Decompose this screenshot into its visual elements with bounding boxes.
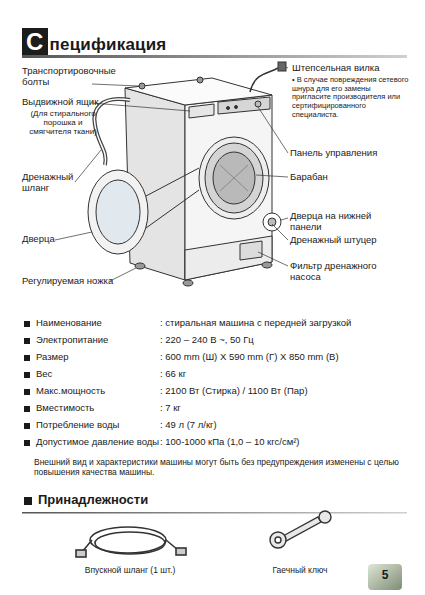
hose-coil	[95, 532, 165, 554]
control-panel	[218, 97, 270, 114]
open-door	[88, 170, 148, 254]
leg	[135, 263, 145, 269]
leader-line	[110, 268, 136, 281]
bullet-square	[24, 423, 30, 429]
drain-hose	[94, 99, 130, 165]
leader-line	[256, 175, 288, 177]
spec-value: : 49 л (7 л/кг)	[160, 420, 410, 431]
spec-value: : стиральная машина с передней загрузкой	[160, 318, 410, 329]
transport-bolt	[197, 77, 203, 83]
drain-spigot	[268, 218, 276, 226]
leader-line	[258, 107, 288, 153]
spanner	[270, 511, 331, 548]
transport-bolt	[139, 83, 145, 89]
drum-inner	[213, 152, 255, 204]
spec-name: Размер	[36, 352, 161, 363]
lower-panel	[185, 236, 272, 280]
page-badge	[368, 564, 402, 590]
washing-machine	[88, 62, 286, 286]
hose-fitting	[176, 548, 186, 555]
part-label: Дверца на нижней панели	[290, 211, 378, 233]
part-label: Регулируемая ножка	[22, 276, 142, 287]
spec-name: Электропитание	[36, 335, 161, 346]
spec-name: Вес	[36, 369, 161, 380]
spec-value: : 2100 Вт (Стирка) / 1100 Вт (Пар)	[160, 386, 410, 397]
spanner-jaw	[270, 532, 286, 548]
power-cord	[250, 68, 278, 92]
leader-line	[92, 103, 190, 111]
leader-line	[286, 67, 288, 68]
spec-value: : 600 mm (Ш) X 590 mm (Г) X 850 mm (В)	[160, 352, 410, 363]
hose-coil	[90, 527, 166, 553]
spanner-hole	[275, 537, 281, 543]
bullet-square	[24, 355, 30, 361]
lower-door-zoom	[263, 213, 281, 231]
spec-bullets	[24, 321, 32, 505]
section-rule	[22, 512, 407, 514]
page-title: Спецификация	[22, 29, 166, 58]
hose-fitting	[76, 550, 86, 557]
leader-line	[92, 84, 139, 86]
leg	[183, 280, 193, 286]
bullet-square	[24, 440, 30, 446]
part-label: Панель управления	[290, 148, 420, 159]
spec-name: Вместимость	[36, 403, 161, 414]
drum-rib	[220, 165, 248, 191]
drum-rib	[220, 165, 248, 191]
title-rule	[22, 55, 407, 58]
leader-line	[281, 218, 288, 220]
part-note: (Для стирального порошка и смягчителя тк…	[22, 109, 104, 137]
accessory-caption: Впускной шланг (1 шт.)	[70, 566, 190, 576]
leader-line	[272, 224, 288, 240]
bullet-square	[24, 321, 30, 327]
spec-name: Потребление воды	[36, 420, 161, 431]
spec-name: Допустимое давление воды	[36, 437, 161, 448]
part-label: Выдвижной ящик	[22, 97, 122, 108]
part-label: Дренажный шланг	[22, 172, 82, 194]
detergent-drawer	[189, 104, 214, 118]
bullet-square	[24, 406, 30, 412]
power-plug	[278, 62, 286, 71]
panel-knob	[255, 101, 261, 107]
footnote: Внешний вид и характеристики машины могу…	[34, 458, 406, 478]
bullet-square	[24, 372, 30, 378]
door-ring	[199, 137, 269, 219]
lower-door	[240, 241, 262, 260]
part-label: Фильтр дренажного насоса	[290, 261, 378, 283]
part-label: Транспортировочные болты	[22, 66, 102, 88]
spec-value: : 220 – 240 В ~, 50 Гц	[160, 335, 410, 346]
leader-line	[258, 252, 288, 266]
spec-value: : 7 кг	[160, 403, 410, 414]
bullet-square	[24, 389, 30, 395]
part-label: Штепсельная вилка	[292, 63, 417, 74]
part-note: • В случае повреждения сетевого шнура дл…	[292, 76, 410, 119]
drain-hose-inner	[94, 99, 130, 165]
leader-line	[55, 232, 92, 240]
part-label: Дренажный штуцер	[290, 235, 420, 246]
spec-value: : 66 кг	[160, 369, 410, 380]
panel-button	[227, 107, 230, 110]
door-hinge	[146, 168, 199, 196]
part-label: Дверца	[22, 234, 82, 245]
inlet-hose	[76, 527, 186, 557]
part-label: Барабан	[290, 172, 420, 183]
bullet-square	[24, 497, 32, 505]
spanner-end	[319, 511, 331, 523]
leg	[262, 262, 272, 268]
page-number: 5	[368, 569, 402, 583]
panel-button	[235, 106, 238, 109]
door-hinge	[146, 190, 199, 228]
drum	[205, 143, 263, 213]
spec-name: Макс.мощность	[36, 386, 161, 397]
spec-value: : 100-1000 кПа (1,0 – 10 кгс/см²)	[160, 437, 410, 448]
door-glass	[96, 180, 140, 244]
bullet-square	[24, 338, 30, 344]
accessory-caption: Гаечный ключ	[250, 566, 350, 576]
spec-name: Наименование	[36, 318, 161, 329]
leader-line	[75, 150, 101, 182]
spanner-handle	[283, 517, 321, 541]
section-heading: Принадлежности	[38, 493, 238, 508]
